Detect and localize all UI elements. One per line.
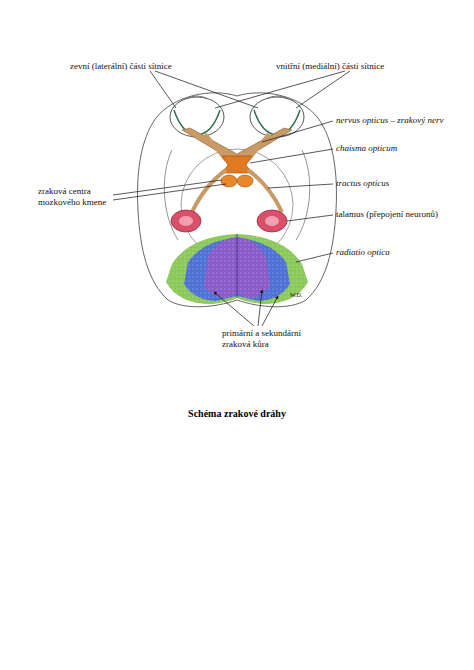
optic-nerve-label: nervus opticus – zrakový nerv (336, 115, 466, 126)
eye (170, 97, 224, 137)
lens (186, 96, 208, 99)
retina-medial-label: vnitřní (mediální) části sítnice (276, 61, 436, 72)
optic-tract (192, 170, 226, 212)
visual-cortex-texture (166, 234, 308, 304)
leader-lines (113, 71, 350, 326)
optic-chiasm (222, 156, 252, 173)
optic-nerve (182, 128, 292, 160)
eye (250, 97, 304, 137)
brainstem-visual-centre (237, 175, 253, 187)
thalamus (257, 210, 287, 232)
optic-radiation-label: radiatio optica (336, 247, 456, 258)
brainstem-visual-centre (221, 175, 237, 187)
figure-caption: Schéma zrakové dráhy (87, 408, 387, 419)
thalamus-core (179, 216, 193, 226)
retina (174, 110, 220, 135)
brainstem-centre-label: zraková centra mozkového kmene (38, 186, 112, 208)
lens (266, 96, 288, 99)
thalamus-label: talamus (přepojení neuronů) (336, 209, 466, 220)
thalamus-core (265, 216, 279, 226)
visual-cortex-green (166, 234, 308, 304)
visual-cortex-label: primární a sekundární zraková kůra (222, 328, 312, 350)
thalamus (171, 210, 201, 232)
retina (254, 110, 300, 135)
temporal-lobe-line (296, 150, 310, 240)
retina-lateral-label: zevní (laterální) části sítnice (70, 61, 230, 72)
optic-chiasm-label: chaisma opticum (336, 143, 456, 154)
signature: W.D. (290, 292, 320, 299)
optic-tract (248, 170, 282, 212)
optic-tract-label: tractus opticus (336, 178, 456, 189)
midline (237, 234, 238, 298)
brain-outline (138, 93, 337, 307)
